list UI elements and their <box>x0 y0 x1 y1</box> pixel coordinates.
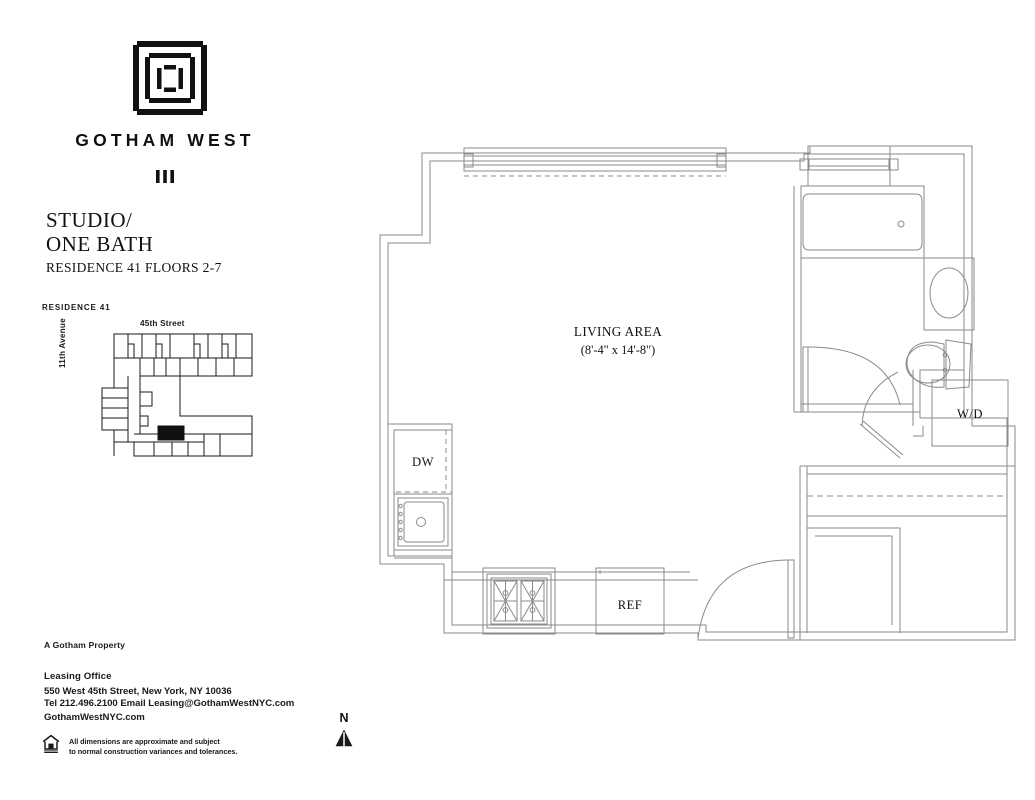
disclaimer-line-1: All dimensions are approximate and subje… <box>69 737 220 746</box>
entry-door <box>697 559 795 639</box>
bathroom-door <box>802 346 901 413</box>
footer-leasing-office: Leasing Office <box>44 671 112 682</box>
footer-address: 550 West 45th Street, New York, NY 10036 <box>44 686 232 697</box>
living-area-window <box>463 147 727 172</box>
north-arrow-icon <box>335 729 353 746</box>
plan-title-line2: ONE BATH <box>46 232 154 257</box>
plan-title-line1: STUDIO/ <box>46 208 133 232</box>
north-letter: N <box>339 711 349 725</box>
washer-dryer-unit <box>931 379 1009 447</box>
gotham-west-logo-icon <box>133 41 207 115</box>
refrigerator-label: REF <box>618 598 643 612</box>
keyplan-street-label: 45th Street <box>140 319 185 328</box>
brand-name: GOTHAM WEST <box>75 130 255 150</box>
refrigerator-unit <box>595 567 665 635</box>
equal-housing-opportunity-icon <box>41 733 61 759</box>
washer-dryer-door <box>859 371 904 459</box>
disclaimer-line-2: to normal construction variances and tol… <box>69 746 238 756</box>
living-area-dimensions: (8'-4" x 14'-8") <box>581 343 655 357</box>
keyplan-highlighted-unit <box>157 425 185 441</box>
footer-contact: Tel 212.496.2100 Email Leasing@GothamWes… <box>44 698 295 710</box>
footer-website[interactable]: GothamWestNYC.com <box>44 712 145 723</box>
info-column: GOTHAM WEST STUDIO/ ONE BATH RESIDENCE 4… <box>0 0 330 800</box>
unit-outline-inner <box>387 153 1008 633</box>
keyplan-diagram <box>76 330 256 470</box>
plan-subtitle: RESIDENCE 41 FLOORS 2-7 <box>46 260 222 275</box>
footer-disclaimer: All dimensions are approximate and subje… <box>69 737 237 756</box>
footer-address-block: 550 West 45th Street, New York, NY 10036… <box>44 686 294 710</box>
interior-partitions <box>793 186 964 419</box>
range-stove-fixture <box>482 567 556 635</box>
living-area-label: LIVING AREA <box>574 324 662 339</box>
washer-dryer-label: W/D <box>957 407 983 421</box>
dishwasher-label: DW <box>412 455 434 469</box>
floor-plan-drawing: DW <box>360 140 1020 670</box>
washer-dryer-closet <box>912 369 1009 447</box>
bathroom-window <box>799 145 899 187</box>
bathtub-fixture <box>800 185 925 259</box>
keyplan-caption: RESIDENCE 41 <box>42 303 111 312</box>
toilet-fixture <box>905 339 972 390</box>
footer-property: A Gotham Property <box>44 640 126 650</box>
keyplan-avenue-label: 11th Avenue <box>58 318 67 368</box>
kitchen-sink-fixture <box>393 493 453 551</box>
page-title: STUDIO/ ONE BATH <box>46 208 316 257</box>
three-bars-mark-icon <box>0 170 330 188</box>
north-arrow: N <box>331 712 357 748</box>
vanity-sink-fixture <box>923 257 975 331</box>
entry-corridor <box>799 465 1015 640</box>
